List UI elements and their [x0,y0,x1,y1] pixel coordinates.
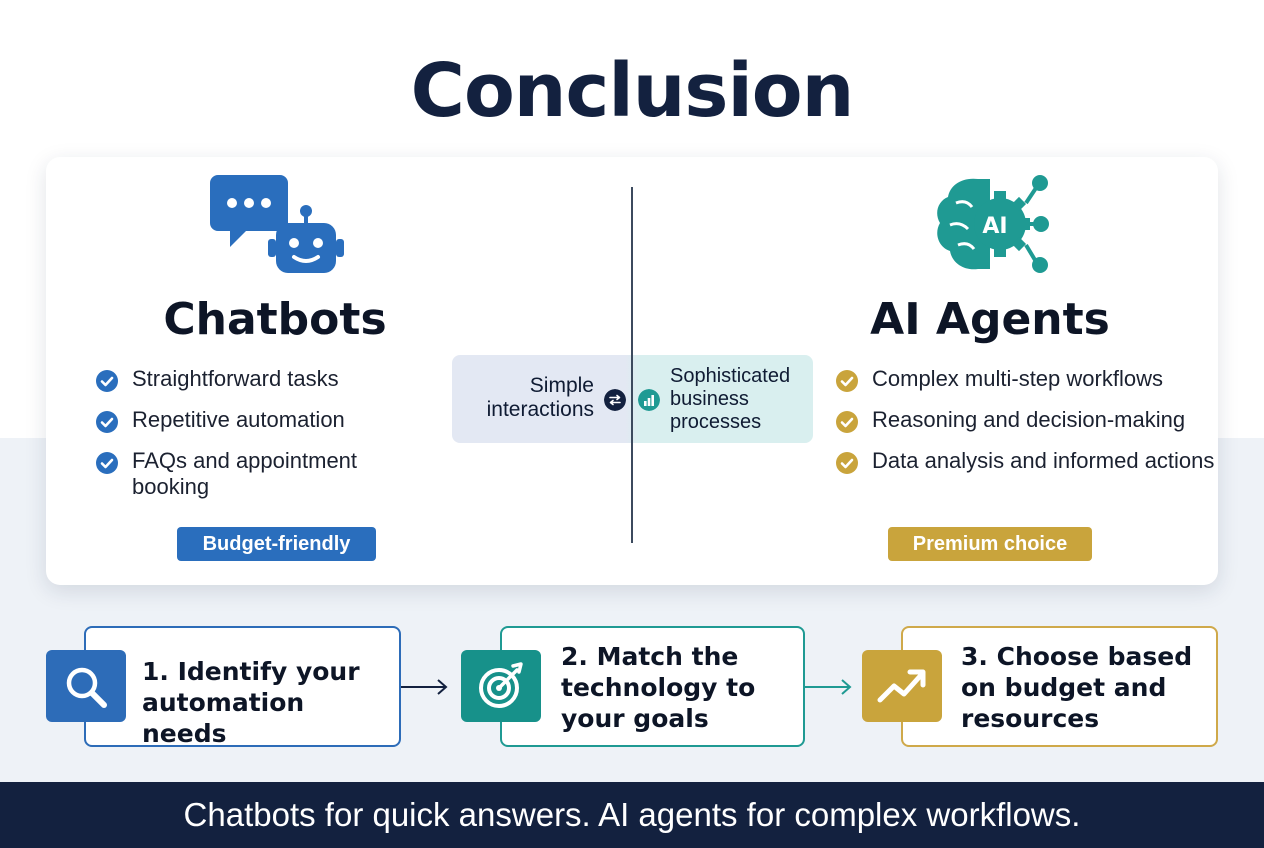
chatbot-icon [210,175,345,277]
list-item-text: Reasoning and decision-making [872,407,1186,432]
ai-agents-feature-list: Complex multi-step workflows Reasoning a… [836,366,1216,489]
page-title: Conclusion [410,48,855,134]
step-1-box [84,626,401,747]
column-divider [631,187,633,543]
check-circle-icon [836,370,858,392]
swap-arrows-icon [604,389,626,411]
bar-chart-icon [638,389,660,411]
check-circle-icon [96,370,118,392]
check-circle-icon [96,411,118,433]
step-1-label: 1. Identify your automation needs [142,657,360,748]
step-3-box [901,626,1218,747]
ai-agents-title: AI Agents [870,294,1110,345]
budget-friendly-badge: Budget-friendly [177,527,376,561]
check-circle-icon [836,452,858,474]
sophisticated-processes-label: Sophisticated business processes [670,365,791,433]
list-item-text: Complex multi-step workflows [872,366,1163,391]
list-item-text: Repetitive automation [132,407,345,432]
target-icon [461,650,541,722]
step-2-box [500,626,805,747]
premium-choice-badge: Premium choice [888,527,1092,561]
list-item-text: Straightforward tasks [132,366,339,391]
list-item: Data analysis and informed actions [836,448,1216,474]
footer-banner: Chatbots for quick answers. AI agents fo… [0,782,1264,848]
chatbots-feature-list: Straightforward tasks Repetitive automat… [96,366,416,515]
list-item-text: FAQs and appointment booking [132,448,358,499]
arrow-right-icon [401,679,448,695]
list-item: FAQs and appointment booking [96,448,416,500]
ai-brain-icon: AI [934,173,1050,275]
list-item: Complex multi-step workflows [836,366,1216,392]
list-item-text: Data analysis and informed actions [872,448,1215,473]
ai-icon-text: AI [982,214,1007,239]
check-circle-icon [836,411,858,433]
step-3-label: 3. Choose based on budget and resources [961,642,1193,733]
simple-interactions-label: Simple interactions [486,374,594,421]
trend-up-icon [862,650,942,722]
step-2-label: 2. Match the technology to your goals [561,642,756,733]
check-circle-icon [96,452,118,474]
list-item: Straightforward tasks [96,366,416,392]
arrow-right-icon [805,679,852,695]
chatbots-title: Chatbots [163,294,387,345]
search-icon [46,650,126,722]
list-item: Reasoning and decision-making [836,407,1216,433]
list-item: Repetitive automation [96,407,416,433]
